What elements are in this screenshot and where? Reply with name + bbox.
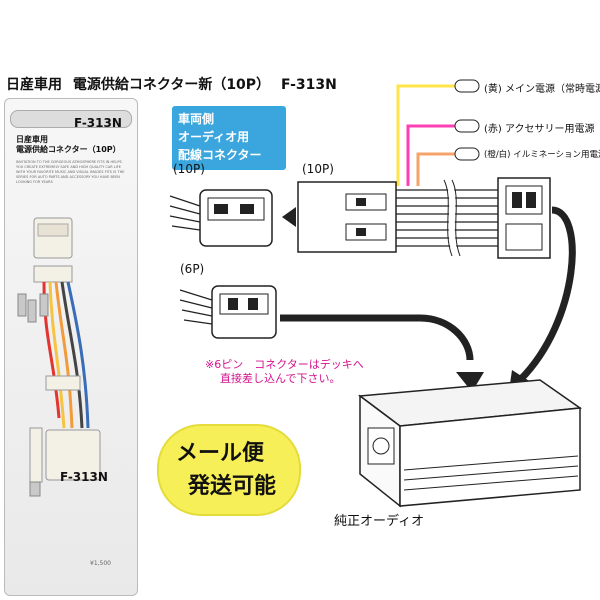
package-code: F-313N [74, 116, 122, 130]
arrow-path-right [517, 206, 576, 383]
wire-label-yellow: (黄) メイン電源（常時電源） [484, 84, 600, 95]
label-6p: (6P) [180, 262, 205, 276]
red-wire [406, 124, 455, 186]
wire-label-orange: (橙/白) イルミネーション用電源 [484, 150, 600, 160]
orange-wire [416, 152, 455, 186]
blue-label-line3: 配線コネクター [178, 148, 262, 162]
product-package [4, 98, 138, 596]
package-code-bottom: F-313N [60, 470, 108, 484]
blue-label-line1: 車両側 [178, 112, 215, 126]
package-description: INVITATION TO THE GORGEOUS ATMOSPHERE FI… [16, 160, 125, 184]
label-10p-middle: (10P) [302, 162, 334, 176]
arrow-left-icon [282, 207, 296, 227]
yellow-wire [396, 84, 455, 186]
label-10p-left: (10P) [173, 162, 205, 176]
note-line-2: 直接差し込んで下さい。 [220, 372, 341, 385]
stereo-label: 純正オーディオ [334, 514, 425, 529]
arrow-down-icon-6p [456, 372, 484, 392]
badge-line-2: 発送可能 [188, 474, 277, 499]
header-part1: 日産車用 [6, 77, 62, 93]
mail-delivery-badge [157, 424, 301, 516]
package-title-1: 日産車用 [16, 135, 48, 144]
package-price: ¥1,500 [90, 560, 111, 567]
package-harness-image [17, 217, 101, 497]
badge-line-1: メール便 [176, 441, 265, 466]
wire-label-red: (赤) アクセサリー用電源 [484, 124, 595, 135]
header-code: F-313N [280, 77, 337, 93]
harness-male-connector [497, 177, 551, 259]
vehicle-side-label: 車両側 オーディオ用 配線コネクター [172, 106, 286, 170]
note-line-1: ※6ピン コネクターはデッキへ [205, 358, 364, 371]
arrow-path-6p [280, 314, 474, 361]
header-title: 日産車用 電源供給コネクター新（10P） F-313N [6, 74, 343, 94]
terminal-icons [454, 79, 480, 161]
stereo-unit [357, 379, 583, 508]
package-hanger [10, 110, 132, 128]
header-part2: 電源供給コネクター新（10P） [72, 77, 271, 93]
vehicle-10p-connector [169, 189, 273, 247]
vehicle-6p-connector [179, 285, 277, 339]
harness-10p-connector [297, 181, 397, 253]
package-connector-bottom [45, 429, 101, 481]
blue-label-line2: オーディオ用 [178, 130, 250, 144]
package-title-2: 電源供給コネクター（10P） [16, 145, 121, 154]
